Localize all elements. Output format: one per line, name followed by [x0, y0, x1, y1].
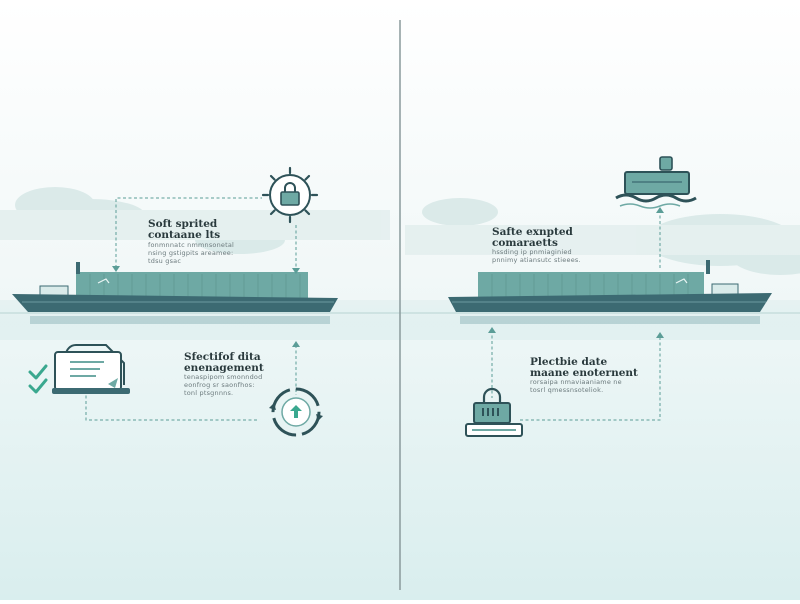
right-bottom-body-line-2: tosrl qmessnsoteliok. — [530, 386, 604, 394]
check-mark-1 — [28, 364, 48, 380]
document-check-icon — [28, 344, 130, 394]
right-bottom-title-line-2: maane enoternent — [530, 367, 638, 379]
left-ship-hull — [12, 294, 338, 312]
left-bottom-body-line-3: tonl ptsgnnns. — [184, 389, 234, 397]
left-cargo-ship — [12, 262, 338, 312]
reflections — [30, 316, 760, 324]
right-top-body-line-2: pnnimy atiansutc stieees. — [492, 256, 581, 264]
connector-arrowheads — [112, 207, 664, 347]
right-cargo-ship — [448, 260, 772, 312]
padlock-server-icon — [465, 387, 523, 437]
right-top-title-line-2: comaraetts — [492, 237, 558, 249]
left-top-title-line-1: Soft sprited — [148, 218, 218, 230]
left-bottom-title-line-1: Sfectifof dita — [184, 351, 261, 363]
right-top-body-line-1: hssding ip pnmiaginied — [492, 248, 572, 256]
check-mark-2 — [28, 378, 48, 394]
connectors — [85, 197, 661, 421]
clouds-left — [0, 187, 390, 254]
clouds-right — [405, 198, 800, 275]
padlock-gear-icon — [261, 166, 319, 224]
left-top-body-line-1: fonmnnatc nmmnsonetal — [148, 241, 235, 249]
right-bottom-title-line-1: Plectbie date — [530, 356, 608, 368]
left-bottom-body-line-1: tenaspipom smonndod — [184, 373, 263, 381]
right-bottom-body-line-1: rorsaipa nmaviaaniame ne — [530, 378, 622, 386]
left-top-title-line-2: contaane lts — [148, 229, 221, 241]
left-bottom-body-line-2: eonfrog sr saonfhos: — [184, 381, 255, 389]
left-bottom-title-line-2: enenagement — [184, 362, 264, 374]
circular-arrows-icon — [269, 387, 323, 437]
left-top-body-line-3: tdsu gsac — [148, 257, 182, 265]
left-top-body-line-2: nsing gstigpits areamee: — [148, 249, 234, 257]
right-top-title-line-1: Safte exnpted — [492, 226, 573, 238]
robotic-vessel-icon — [615, 156, 697, 209]
